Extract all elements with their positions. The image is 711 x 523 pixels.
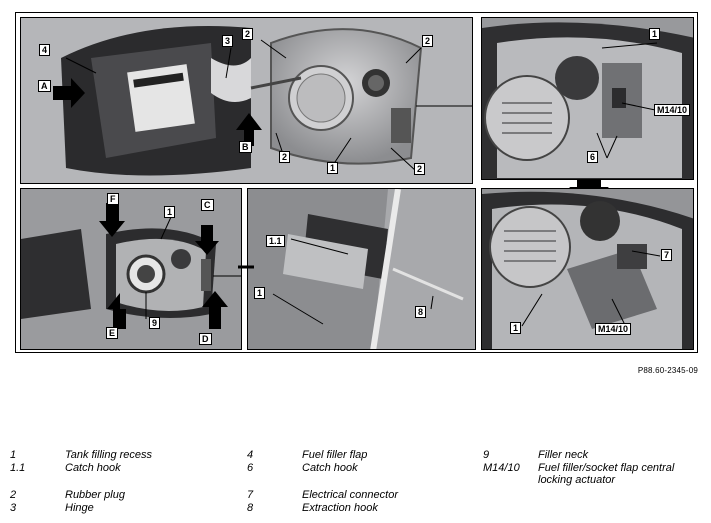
label-D: D [199,333,212,345]
label-F: F [107,193,119,205]
legend-text: Catch hook [302,462,358,474]
photo-filler-overview [21,189,241,349]
label-1-1: 1.1 [266,235,285,247]
legend-num: 8 [247,502,254,514]
photo-catch-hook [248,189,475,349]
label-9: 9 [149,317,161,329]
legend-num: 6 [247,462,254,474]
legend-text: Catch hook [65,462,121,474]
legend-text: Rubber plug [65,489,125,501]
label-1: 1 [164,206,176,218]
legend-text: Fuel filler flap [302,449,368,461]
label-A: A [38,80,51,92]
legend-num: 1 [10,449,17,461]
panel-bottom-left: F 1 C E 9 D [20,188,242,350]
legend-num: 2 [10,489,17,501]
label-1: 1 [254,287,266,299]
label-C: C [201,199,214,211]
label-2c: 2 [279,151,291,163]
figure-reference: P88.60-2345-09 [637,366,698,375]
legend-num: 4 [247,449,254,461]
legend-num: 1.1 [10,462,26,474]
label-B: B [239,141,252,153]
label-1: 1 [649,28,661,40]
legend-text: Extraction hook [302,502,378,514]
label-M14-10: M14/10 [595,323,632,335]
label-8: 8 [415,306,427,318]
legend-text: Hinge [65,502,94,514]
label-M14-10: M14/10 [654,104,691,116]
legend-num: 9 [483,449,490,461]
label-1: 1 [510,322,522,334]
legend-text: Filler neck [538,449,589,461]
label-7: 7 [661,249,673,261]
label-6: 6 [587,151,599,163]
label-2b: 2 [422,35,434,47]
legend-text-wrap: locking actuator [538,474,616,486]
label-2d: 2 [414,163,426,175]
legend-text: Electrical connector [302,489,398,501]
legend-num: 3 [10,502,17,514]
label-E: E [106,327,119,339]
photo-actuator-detail [482,189,693,349]
panel-bottom-right: 7 1 M14/10 [481,188,694,350]
label-1: 1 [327,162,339,174]
legend-num: M14/10 [483,462,520,474]
label-4: 4 [39,44,51,56]
photo-fuel-filler-open [21,18,472,183]
legend-text: Tank filling recess [65,449,153,461]
panel-bottom-middle: 1.1 1 8 [247,188,476,350]
legend: 1 Tank filling recess 1.1 Catch hook 2 R… [10,449,700,519]
connector-line [238,265,254,269]
panel-top-right: 1 M14/10 6 [481,17,694,180]
panel-top-left: 4 3 2 2 A B 2 1 2 [20,17,473,184]
label-3: 3 [222,35,234,47]
legend-num: 7 [247,489,254,501]
label-2a: 2 [242,28,254,40]
photo-cap-and-actuator [482,18,693,179]
figure-frame: 4 3 2 2 A B 2 1 2 [15,12,698,353]
legend-text: Fuel filler/socket flap central [538,462,675,474]
